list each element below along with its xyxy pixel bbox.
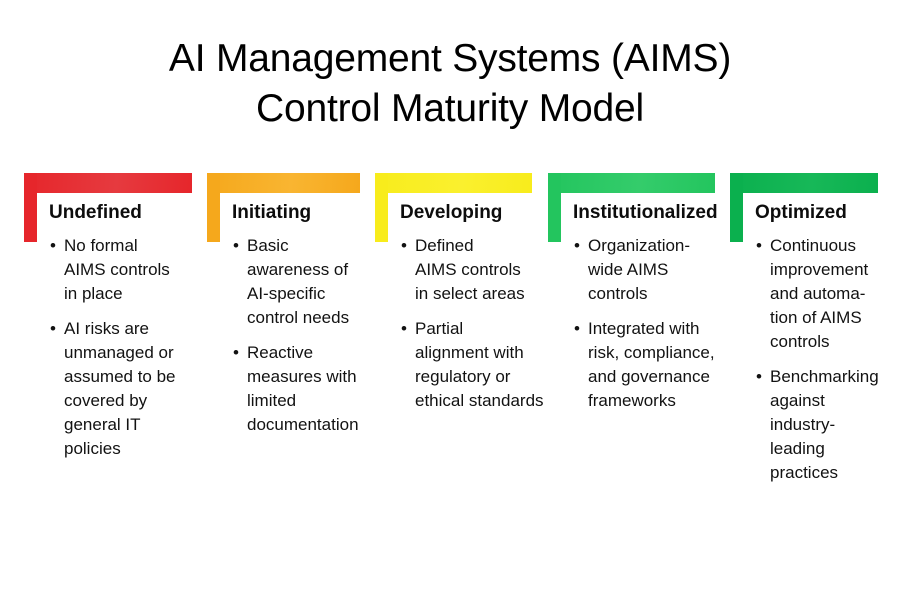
maturity-stage-row: Undefined • No formal AIMS controls in pla…: [0, 173, 900, 573]
stage-bullet-list-initiating: • Basic awareness of AI-specific control …: [232, 234, 384, 437]
bullet-dot-icon: •: [574, 236, 580, 255]
bullet-text: Continuous improvement and automa- tion …: [770, 236, 869, 351]
bullet-dot-icon: •: [756, 236, 762, 255]
list-item: • Defined AIMS controls in select areas: [400, 234, 552, 306]
stage-bullet-list-institutionalized: • Organization- wide AIMS controls • Integr…: [573, 234, 725, 413]
bullet-dot-icon: •: [233, 343, 239, 362]
bullet-text: Organization- wide AIMS controls: [588, 236, 691, 303]
bullet-dot-icon: •: [401, 236, 407, 255]
stage-title-optimized: Optimized: [755, 202, 847, 223]
stage-body-initiating: Initiating • Basic awareness of AI-specifi…: [232, 201, 384, 437]
stage-bracket-left-stub: [24, 173, 37, 242]
list-item: • AI risks are unmanaged or assumed to be…: [49, 317, 201, 461]
list-item: • Partial alignment with regulatory or et…: [400, 317, 552, 413]
list-item: • No formal AIMS controls in place: [49, 234, 201, 306]
stage-bracket-top-bar: [207, 173, 360, 193]
stage-bullet-list-optimized: • Continuous improvement and automa- tion…: [755, 234, 900, 485]
bullet-dot-icon: •: [233, 236, 239, 255]
stage-bracket-top-bar: [730, 173, 878, 193]
bullet-text: AI risks are unmanaged or assumed to be …: [64, 319, 176, 458]
list-item: • Benchmarking against industry- leading …: [755, 365, 900, 485]
stage-bracket-left-stub: [375, 173, 388, 242]
stage-body-optimized: Optimized • Continuous improvement and aut…: [755, 201, 900, 485]
stage-body-institutionalized: Institutionalized • Organization- wide AIM…: [573, 201, 725, 413]
stage-body-developing: Developing • Defined AIMS controls in sele…: [400, 201, 552, 413]
stage-body-undefined: Undefined • No formal AIMS controls in pla…: [49, 201, 201, 461]
stage-title-institutionalized: Institutionalized: [573, 202, 718, 223]
title-line-1: AI Management Systems (AIMS): [168, 37, 732, 80]
bullet-text: Integrated with risk, compliance, and go…: [588, 319, 715, 410]
bullet-text: Partial alignment with regulatory or eth…: [415, 319, 544, 410]
bullet-dot-icon: •: [756, 367, 762, 386]
stage-bullet-list-undefined: • No formal AIMS controls in place • AI ris…: [49, 234, 201, 461]
stage-bracket-left-stub: [548, 173, 561, 242]
stage-title-undefined: Undefined: [49, 202, 142, 223]
list-item: • Organization- wide AIMS controls: [573, 234, 725, 306]
title-line-2: Control Maturity Model: [256, 87, 644, 130]
bullet-text: Benchmarking against industry- leading p…: [770, 367, 879, 482]
list-item: • Integrated with risk, compliance, and g…: [573, 317, 725, 413]
stage-title-initiating: Initiating: [232, 202, 312, 223]
bullet-text: Basic awareness of AI-specific control n…: [247, 236, 350, 327]
list-item: • Basic awareness of AI-specific control …: [232, 234, 384, 330]
stage-bracket-top-bar: [375, 173, 532, 193]
list-item: • Continuous improvement and automa- tion…: [755, 234, 900, 354]
list-item: • Reactive measures with limited document…: [232, 341, 384, 437]
bullet-text: No formal AIMS controls in place: [64, 236, 170, 303]
bullet-dot-icon: •: [50, 236, 56, 255]
bullet-dot-icon: •: [574, 319, 580, 338]
stage-title-developing: Developing: [400, 202, 503, 223]
bullet-dot-icon: •: [401, 319, 407, 338]
bullet-dot-icon: •: [50, 319, 56, 338]
bullet-text: Reactive measures with limited documenta…: [247, 343, 359, 434]
stage-bullet-list-developing: • Defined AIMS controls in select areas • P…: [400, 234, 552, 413]
stage-bracket-left-stub: [730, 173, 743, 242]
bullet-text: Defined AIMS controls in select areas: [415, 236, 525, 303]
stage-bracket-left-stub: [207, 173, 220, 242]
stage-bracket-top-bar: [24, 173, 192, 193]
page-title: AI Management Systems (AIMS) Control Mat…: [0, 34, 900, 134]
stage-bracket-top-bar: [548, 173, 715, 193]
